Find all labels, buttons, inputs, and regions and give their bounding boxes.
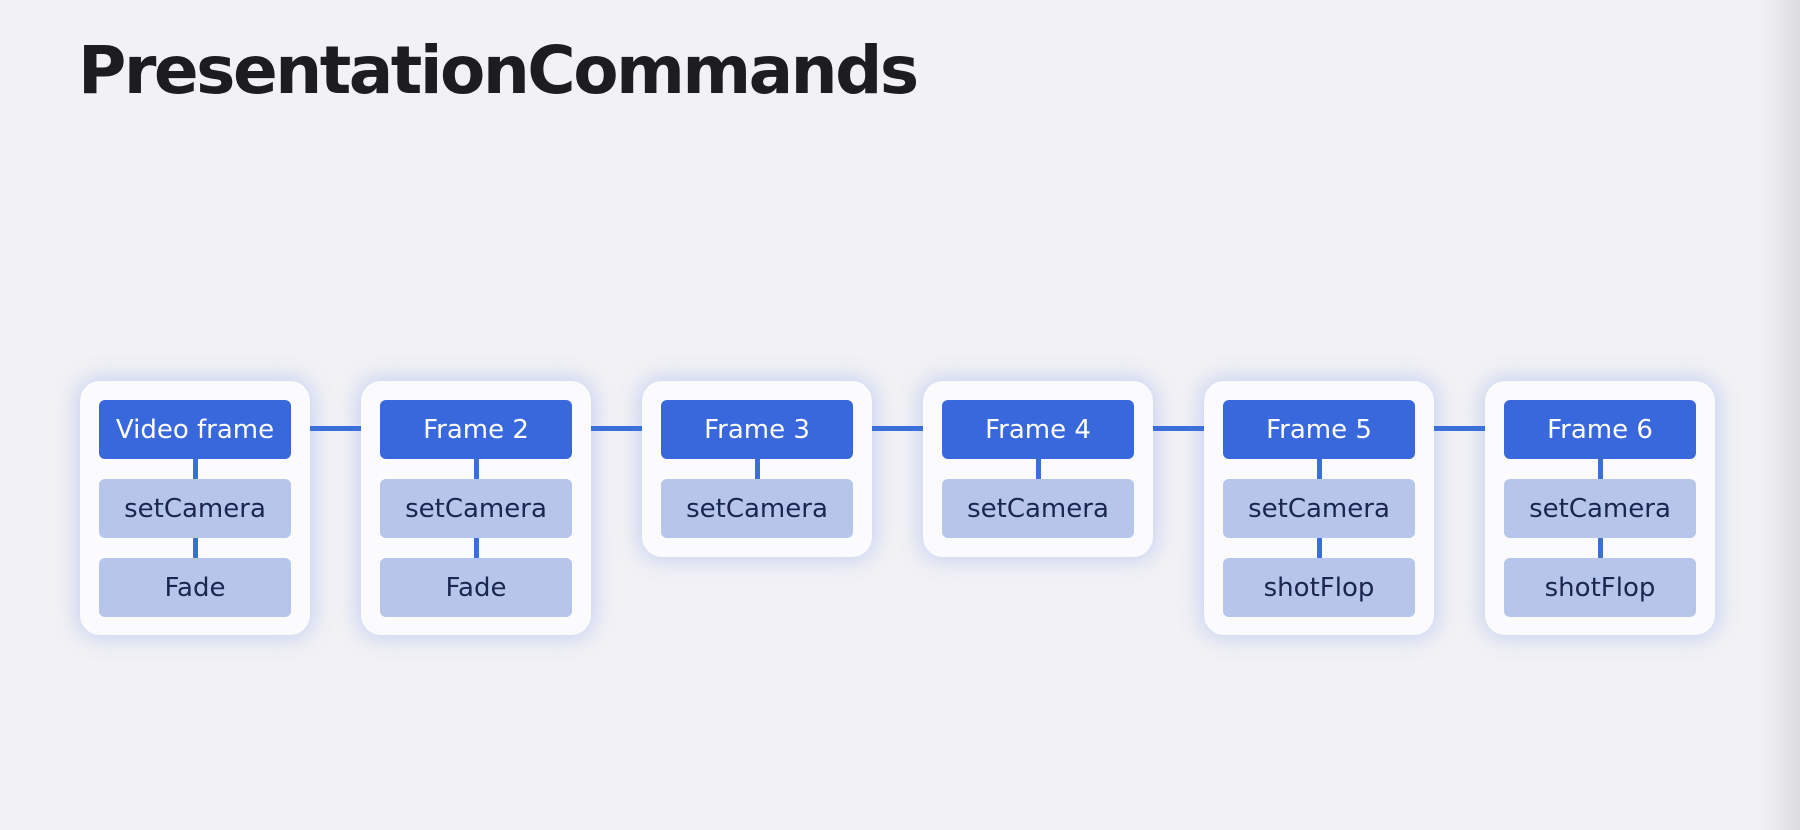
command-node-setcamera: setCamera [1504, 479, 1696, 538]
frame-connector-3-4 [872, 426, 924, 431]
node-connector [474, 538, 479, 558]
command-node-setcamera: setCamera [1223, 479, 1415, 538]
node-connector [1598, 459, 1603, 479]
node-connector [1598, 538, 1603, 558]
frame-node: Frame 4 [942, 400, 1134, 459]
node-connector [1036, 459, 1041, 479]
frame-card-1: Video frame setCamera Fade [80, 381, 310, 635]
node-connector [474, 459, 479, 479]
node-connector [193, 459, 198, 479]
page-title: PresentationCommands [78, 32, 919, 109]
command-node-setcamera: setCamera [661, 479, 853, 538]
frame-connector-4-5 [1153, 426, 1205, 431]
frame-card-6: Frame 6 setCamera shotFlop [1485, 381, 1715, 635]
node-connector [1317, 459, 1322, 479]
frame-connector-1-2 [310, 426, 362, 431]
command-node-fade: Fade [380, 558, 572, 617]
frame-card-4: Frame 4 setCamera [923, 381, 1153, 557]
frame-node: Frame 3 [661, 400, 853, 459]
right-edge-shade [1760, 0, 1800, 830]
command-node-setcamera: setCamera [99, 479, 291, 538]
command-node-shotflop: shotFlop [1504, 558, 1696, 617]
frame-node: Frame 5 [1223, 400, 1415, 459]
node-connector [193, 538, 198, 558]
command-node-setcamera: setCamera [380, 479, 572, 538]
node-connector [1317, 538, 1322, 558]
frame-connector-2-3 [591, 426, 643, 431]
frame-connector-5-6 [1434, 426, 1486, 431]
frame-node: Frame 6 [1504, 400, 1696, 459]
frame-node: Frame 2 [380, 400, 572, 459]
frame-card-3: Frame 3 setCamera [642, 381, 872, 557]
command-node-shotflop: shotFlop [1223, 558, 1415, 617]
frame-node: Video frame [99, 400, 291, 459]
frame-card-2: Frame 2 setCamera Fade [361, 381, 591, 635]
command-node-fade: Fade [99, 558, 291, 617]
command-node-setcamera: setCamera [942, 479, 1134, 538]
node-connector [755, 459, 760, 479]
frame-card-5: Frame 5 setCamera shotFlop [1204, 381, 1434, 635]
